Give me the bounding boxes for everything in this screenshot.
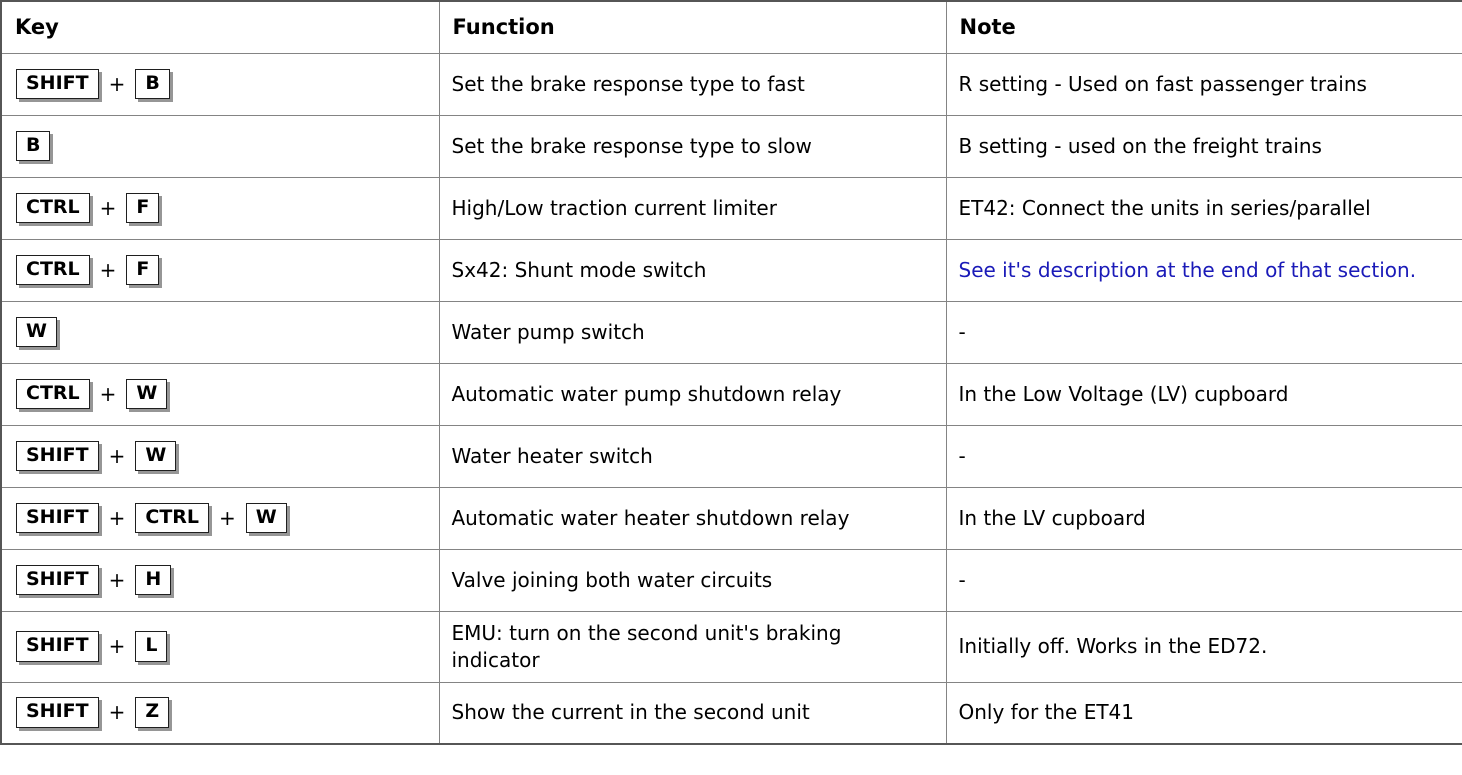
note-link[interactable]: See it's description at the end of that … [958, 257, 1417, 282]
key-cap: Z [135, 697, 170, 729]
plus-separator: + [108, 567, 126, 592]
function-cell: Show the current in the second unit [438, 681, 947, 745]
key-cell: B [0, 114, 440, 178]
plus-separator: + [219, 505, 236, 530]
table-row: CTRL + W Automatic water pump shutdown rel… [0, 362, 1462, 426]
key-cap: SHIFT [16, 68, 99, 100]
table-row: SHIFT + CTRL + W Automatic water heater shut… [0, 486, 1462, 550]
key-cap: SHIFT [16, 564, 99, 596]
table-row: SHIFT + Z Show the current in the second u… [0, 681, 1462, 745]
function-cell: Sx42: Shunt mode switch [438, 238, 947, 302]
function-cell: Valve joining both water circuits [438, 548, 947, 612]
table-row: B Set the brake response type to slow B … [0, 114, 1462, 178]
note-cell: Only for the ET41 [945, 681, 1462, 745]
key-cap: W [126, 378, 168, 410]
function-cell: Automatic water heater shutdown relay [438, 486, 947, 550]
function-cell: Water pump switch [438, 300, 947, 364]
key-cap: W [245, 502, 287, 534]
plus-separator: + [99, 381, 117, 406]
note-cell: - [945, 300, 1462, 364]
key-cell: SHIFT + CTRL + W [0, 486, 440, 550]
key-cell: CTRL + W [0, 362, 440, 426]
key-cell: CTRL + F [0, 176, 440, 240]
note-cell: In the LV cupboard [945, 486, 1462, 550]
key-cap: CTRL [135, 502, 210, 534]
function-cell: Water heater switch [438, 424, 947, 488]
key-cap: CTRL [16, 254, 90, 286]
function-cell: Set the brake response type to fast [438, 52, 947, 116]
key-cell: CTRL + F [0, 238, 440, 302]
note-cell: ET42: Connect the units in series/parall… [945, 176, 1462, 240]
table-row: SHIFT + L EMU: turn on the second unit's b… [0, 610, 1462, 683]
key-cell: W [0, 300, 440, 364]
note-cell: Initially off. Works in the ED72. [945, 610, 1462, 683]
key-cell: SHIFT + L [0, 610, 440, 683]
note-cell: B setting - used on the freight trains [945, 114, 1462, 178]
function-cell: Automatic water pump shutdown relay [438, 362, 947, 426]
column-header-note: Note [945, 0, 1462, 54]
table-row: SHIFT + H Valve joining both water circuit… [0, 548, 1462, 612]
key-cap: CTRL [16, 192, 90, 224]
function-cell: High/Low traction current limiter [438, 176, 947, 240]
note-cell: - [945, 424, 1462, 488]
note-cell: In the Low Voltage (LV) cupboard [945, 362, 1462, 426]
note-cell: See it's description at the end of that … [945, 238, 1462, 302]
key-cap: CTRL [16, 378, 90, 410]
key-cell: SHIFT + B [0, 52, 440, 116]
plus-separator: + [108, 505, 126, 530]
table-row: W Water pump switch - [0, 300, 1462, 364]
key-cap: H [135, 564, 172, 596]
plus-separator: + [108, 443, 126, 468]
key-cap: SHIFT [16, 631, 99, 662]
plus-separator: + [99, 257, 117, 282]
function-cell: EMU: turn on the second unit's braking i… [438, 610, 947, 683]
table-row: SHIFT + W Water heater switch - [0, 424, 1462, 488]
note-cell: - [945, 548, 1462, 612]
key-cap: B [16, 130, 51, 162]
key-bindings-table: Key Function Note SHIFT + B Set the brake … [0, 0, 1462, 745]
function-cell: Set the brake response type to slow [438, 114, 947, 178]
column-header-key: Key [0, 0, 440, 54]
note-cell: R setting - Used on fast passenger train… [945, 52, 1462, 116]
key-cap: SHIFT [16, 697, 99, 729]
key-cap: B [135, 68, 170, 100]
plus-separator: + [99, 195, 117, 220]
plus-separator: + [108, 634, 126, 658]
key-cell: SHIFT + H [0, 548, 440, 612]
key-cap: F [126, 192, 160, 224]
header-row: Key Function Note [0, 0, 1462, 54]
key-cell: SHIFT + Z [0, 681, 440, 745]
key-cap: W [16, 316, 57, 348]
table-body: SHIFT + B Set the brake response type to f… [0, 52, 1462, 745]
plus-separator: + [108, 700, 126, 725]
table-row: CTRL + F High/Low traction current limiter… [0, 176, 1462, 240]
table-row: CTRL + F Sx42: Shunt mode switch See it's … [0, 238, 1462, 302]
key-cap: W [135, 440, 177, 472]
key-cap: SHIFT [16, 502, 99, 534]
key-cap: SHIFT [16, 440, 99, 472]
table-row: SHIFT + B Set the brake response type to f… [0, 52, 1462, 116]
column-header-function: Function [438, 0, 947, 54]
key-cap: L [135, 631, 168, 662]
plus-separator: + [108, 71, 126, 96]
key-cell: SHIFT + W [0, 424, 440, 488]
key-cap: F [126, 254, 160, 286]
table-header: Key Function Note [0, 0, 1462, 54]
